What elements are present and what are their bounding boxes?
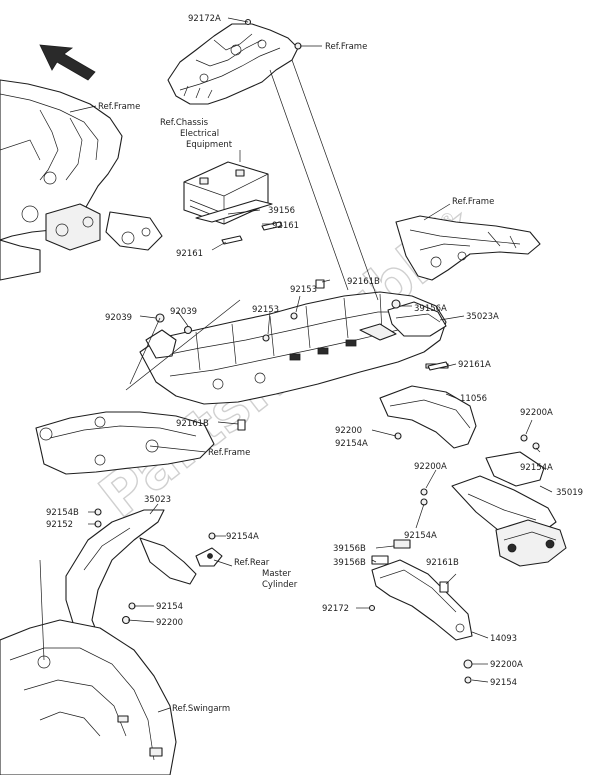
master-cylinder-bracket (195, 547, 223, 567)
label-ref-rear-2: Master (262, 569, 292, 579)
label-35023: 35023 (144, 495, 171, 505)
label-14093: 14093 (490, 634, 517, 644)
label-39156B-a: 39156B (333, 544, 366, 554)
label-92154-low: 92154 (490, 678, 517, 688)
label-92161-b: 92161 (176, 249, 203, 259)
license-bracket-35019 (451, 451, 567, 567)
main-undertray (139, 291, 447, 405)
label-ref-frame-top: Ref.Frame (325, 42, 367, 52)
label-ref-rear-1: Ref.Rear (234, 558, 270, 568)
label-35019: 35019 (556, 488, 583, 498)
lower-left-frame (35, 411, 215, 475)
label-ref-frame-bottom: Ref.Frame (208, 448, 250, 458)
fasteners (94, 279, 540, 684)
label-92154: 92154 (156, 602, 183, 612)
label-92161B-top: 92161B (347, 277, 380, 287)
label-ref-chassis-2: Electrical (180, 129, 219, 139)
label-92154A-right: 92154A (520, 463, 553, 473)
label-92200A-mid: 92200A (414, 462, 447, 472)
label-92172: 92172 (322, 604, 349, 614)
label-92161B-mid: 92161B (176, 419, 209, 429)
label-92152: 92152 (46, 520, 73, 530)
rear-flap-14093 (371, 559, 473, 641)
label-92200-low: 92200 (156, 618, 183, 628)
label-39156B-b: 39156B (333, 558, 366, 568)
part-labels: 92172A Ref.Frame Ref.Frame Ref.Chassis E… (46, 14, 583, 714)
label-92154A-mid: 92154A (404, 531, 437, 541)
label-ref-swingarm: Ref.Swingarm (172, 704, 230, 714)
direction-arrow-icon (39, 44, 96, 81)
label-92154B: 92154B (46, 508, 79, 518)
label-11056: 11056 (460, 394, 487, 404)
label-92200A-right: 92200A (520, 408, 553, 418)
cover-35023A (387, 301, 447, 337)
label-92200: 92200 (335, 426, 362, 436)
label-35023A: 35023A (466, 312, 499, 322)
label-ref-rear-3: Cylinder (262, 580, 298, 590)
label-92172A: 92172A (188, 14, 221, 24)
leader-lines (39, 17, 553, 713)
label-92161A: 92161A (458, 360, 491, 370)
small-pad-92161 (221, 221, 283, 245)
label-92153-a: 92153 (252, 305, 279, 315)
right-frame (395, 215, 541, 281)
pads-39156B (371, 539, 411, 565)
label-ref-chassis-1: Ref.Chassis (160, 118, 209, 128)
label-ref-frame-left: Ref.Frame (98, 102, 140, 112)
left-frame (0, 79, 163, 281)
label-92153-b: 92153 (290, 285, 317, 295)
label-92039-a: 92039 (105, 313, 132, 323)
label-92039-b: 92039 (170, 307, 197, 317)
label-ref-frame-right: Ref.Frame (452, 197, 494, 207)
battery-pad (195, 199, 273, 223)
swingarm (0, 619, 177, 775)
label-92200A-low: 92200A (490, 660, 523, 670)
top-bracket-assembly (167, 18, 302, 105)
label-92161B-low: 92161B (426, 558, 459, 568)
label-92161-a: 92161 (272, 221, 299, 231)
label-39156A: 39156A (414, 304, 447, 314)
label-39156: 39156 (268, 206, 295, 216)
label-92154A-rear: 92154A (226, 532, 259, 542)
label-92154A-center: 92154A (335, 439, 368, 449)
label-ref-chassis-3: Equipment (186, 140, 233, 150)
